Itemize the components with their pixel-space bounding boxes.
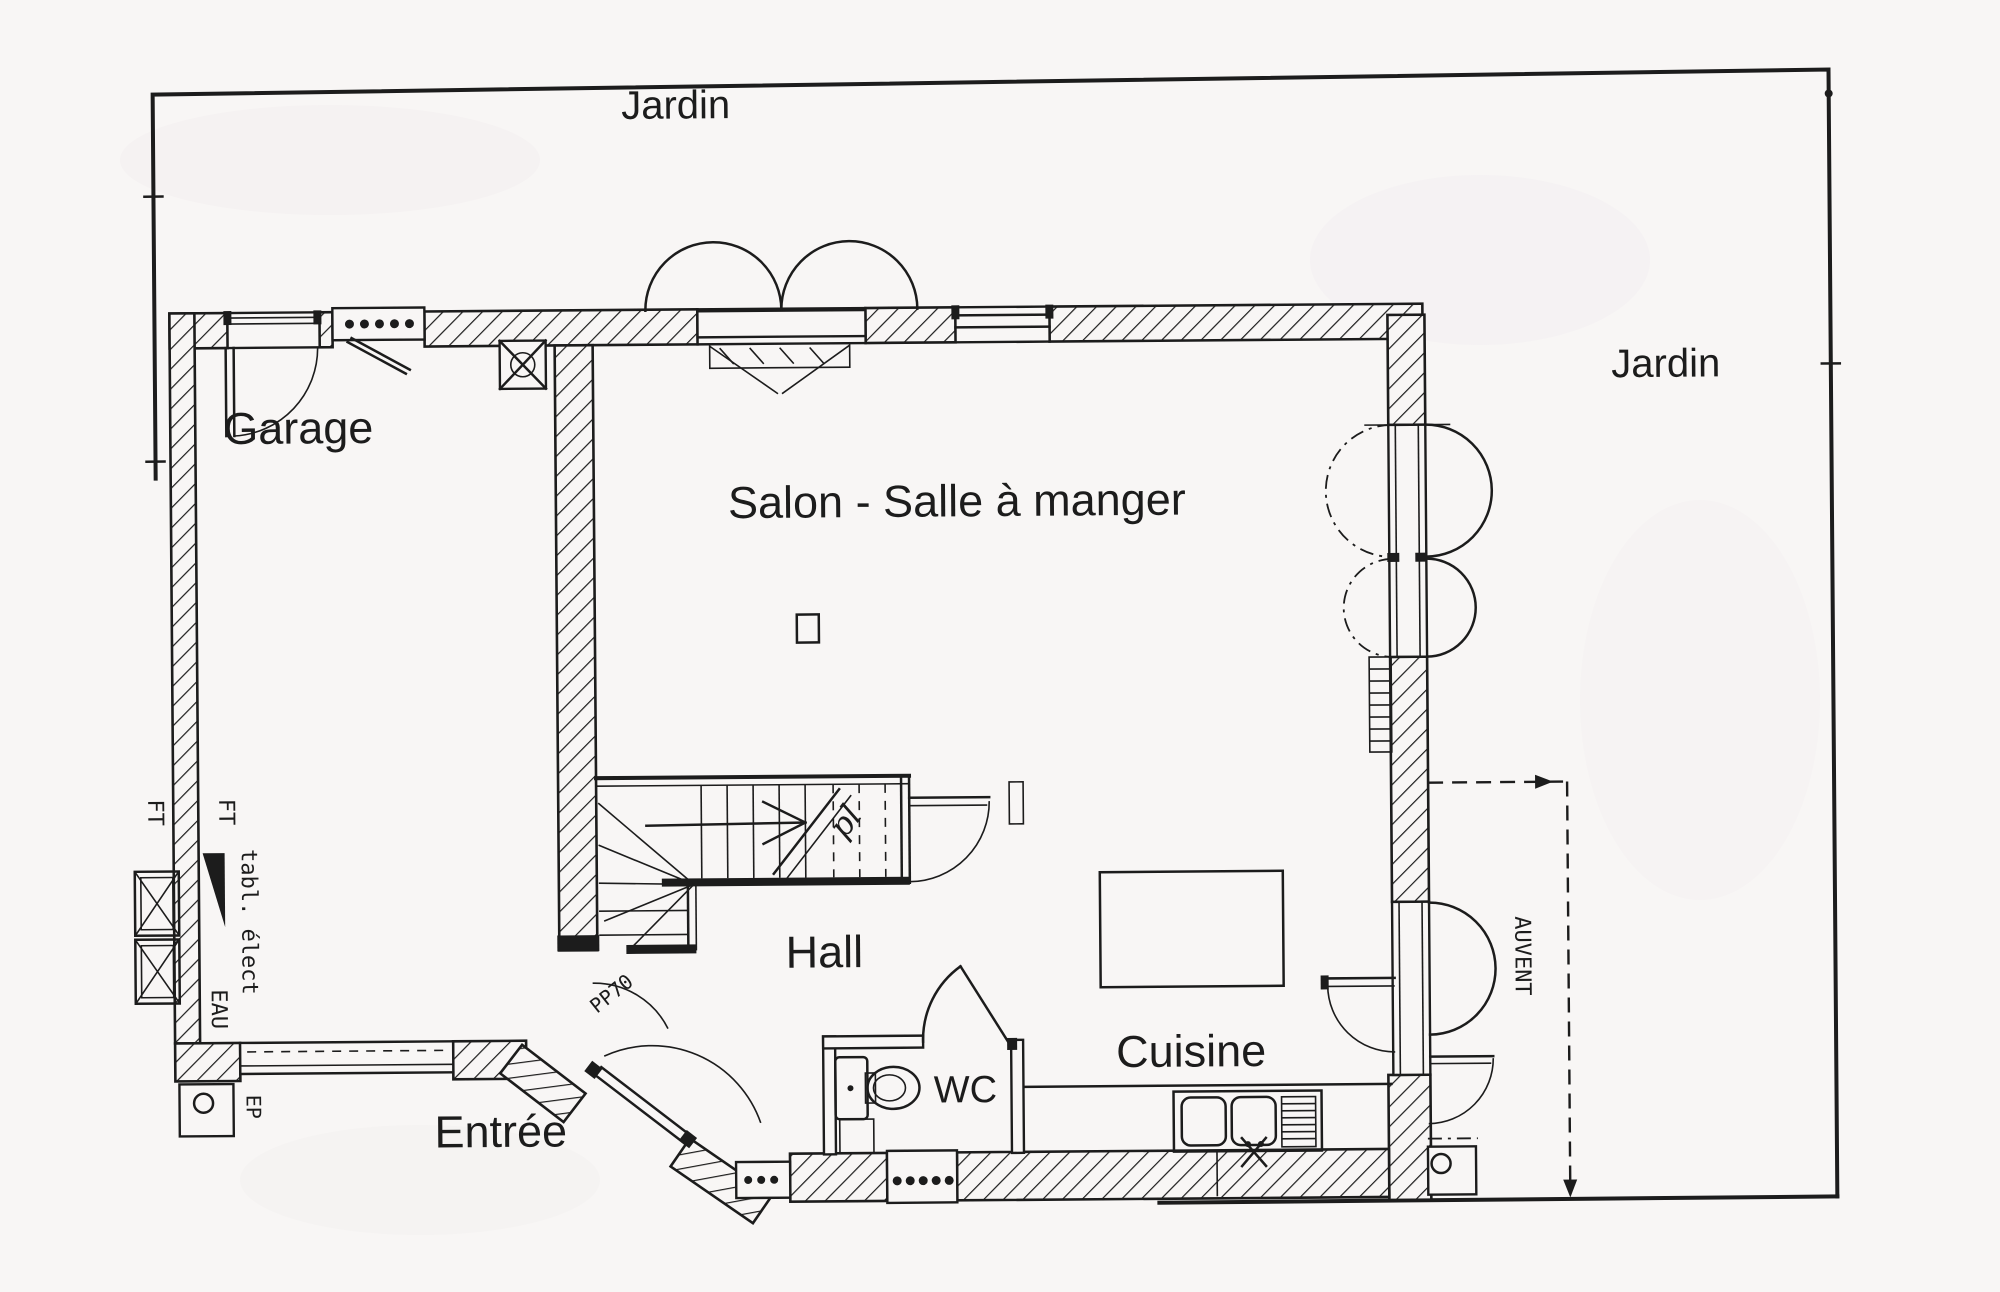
door-leaf <box>1326 976 1396 980</box>
door-swing-arc <box>1424 423 1493 558</box>
label-pp70: PP70 <box>585 969 638 1018</box>
exterior-wall-left <box>168 312 242 1083</box>
stair-winder <box>597 802 698 954</box>
door-swing-arc <box>1428 1058 1495 1125</box>
label-auvent: AUVENT <box>1509 916 1535 996</box>
door-swing-arc <box>1425 557 1477 658</box>
entry-chamfer <box>498 982 775 1225</box>
scan-artifacts <box>120 105 1820 1235</box>
room-label-hall: Hall <box>785 926 863 978</box>
door-swing-arc <box>1326 985 1396 1053</box>
door-swing-arc <box>1324 424 1393 558</box>
faucet-icon <box>1240 1136 1268 1168</box>
drain-icon <box>192 1092 215 1115</box>
meter-box-icon <box>134 938 182 1006</box>
room-label-wc: WC <box>934 1069 998 1111</box>
french-window-lower <box>1390 900 1497 1125</box>
room-label-cuisine: Cuisine <box>1116 1025 1266 1077</box>
step-line <box>709 345 779 395</box>
garage-south-window <box>240 1049 454 1067</box>
wc-door <box>921 964 1018 1050</box>
exterior-wall-right <box>1324 313 1497 1202</box>
drain-box-right <box>1426 1137 1478 1196</box>
label-ft-outer: FT <box>142 799 167 826</box>
drain-box-left <box>178 1082 236 1138</box>
staircase <box>594 773 991 954</box>
radiator-icon <box>1368 656 1393 753</box>
awning-dashed-outline <box>1428 774 1578 1198</box>
garage-south-wall <box>238 1039 528 1081</box>
door-swing-arc <box>921 964 963 1043</box>
kitchen-salon-door <box>1320 975 1396 1053</box>
door-swing-arc <box>780 239 919 311</box>
kitchen-island <box>1098 869 1285 989</box>
wall-garage-salon <box>553 343 600 952</box>
door-swing-arc <box>1427 901 1497 1036</box>
wc-window <box>885 1149 959 1205</box>
toilet-icon <box>834 1055 921 1155</box>
wc-room <box>821 964 1026 1156</box>
label-ep: EP <box>242 1095 266 1119</box>
salon-top-window <box>951 304 1054 344</box>
room-label-garage: Garage <box>223 402 374 454</box>
room-label-salon: Salon - Salle à manger <box>728 474 1186 529</box>
meter-boxes <box>133 853 226 1006</box>
garage-side-door <box>223 310 322 438</box>
entry-vent-window <box>734 1160 792 1200</box>
door-swing-arc <box>644 240 783 313</box>
label-jardin-right: Jardin <box>1611 341 1720 386</box>
garage-vent-window <box>331 306 426 376</box>
door-swing-arc <box>234 347 319 437</box>
meter-box-icon <box>133 870 181 938</box>
kitchen-rear-door <box>1428 1054 1495 1125</box>
door-swing-arc <box>909 801 991 883</box>
understair-closet-door <box>907 795 991 883</box>
room-label-entree: Entrée <box>434 1105 567 1157</box>
sink-icon <box>1172 1089 1324 1197</box>
door-leaf <box>345 340 408 376</box>
stair-tread <box>700 785 703 879</box>
label-tableau-electrique: tabl. élect <box>236 849 262 995</box>
electric-panel-icon <box>202 853 226 928</box>
stair-break-line <box>772 787 841 876</box>
door-swing-arc <box>592 982 669 1029</box>
salon-french-doors <box>644 239 919 395</box>
door-leaf <box>958 964 1012 1047</box>
front-door <box>584 982 762 1149</box>
door-leaf <box>224 346 228 438</box>
label-eau: EAU <box>206 989 231 1029</box>
drain-icon <box>1430 1152 1452 1175</box>
french-window-upper <box>1324 423 1493 659</box>
door-swing-arc <box>603 1044 762 1124</box>
label-ft-inner: FT <box>213 799 238 826</box>
door-leaf <box>593 1073 688 1147</box>
electrical-box <box>795 613 821 644</box>
survey-mark <box>1824 89 1833 98</box>
property-boundary <box>143 67 1842 1205</box>
radiator-icon <box>1008 781 1025 825</box>
door-swing-arc <box>1342 558 1394 658</box>
door-leaf <box>907 795 991 799</box>
step-line <box>781 344 851 395</box>
label-jardin-top: Jardin <box>621 83 730 128</box>
stair-direction-arrow <box>645 800 808 846</box>
kitchen <box>1024 869 1396 1197</box>
exterior-wall-bottom <box>734 1147 1391 1205</box>
flue-box <box>497 338 548 391</box>
counter-line <box>1024 1082 1393 1089</box>
